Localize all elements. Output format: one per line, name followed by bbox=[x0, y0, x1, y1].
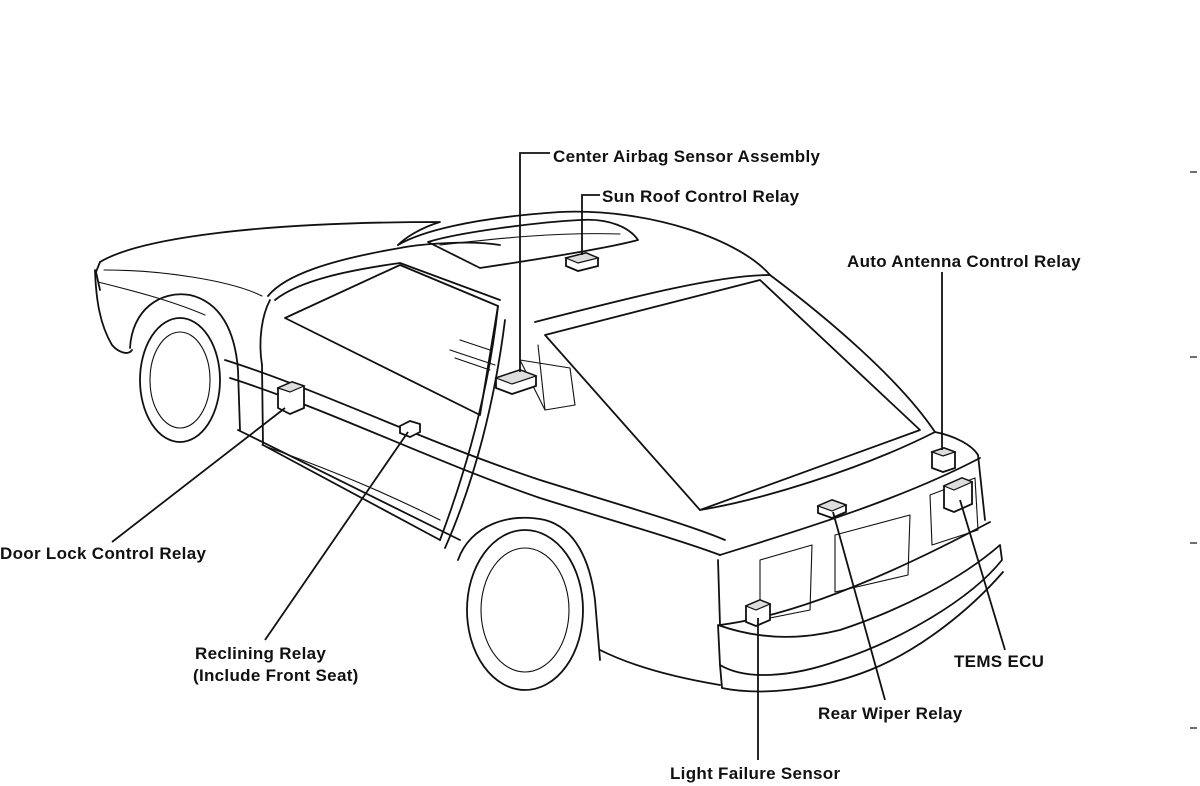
rear-wheel-arch bbox=[457, 516, 601, 661]
reclining-relay-box bbox=[399, 420, 421, 438]
rear-window bbox=[544, 279, 921, 511]
door-lock-relay-box bbox=[276, 381, 306, 415]
tail-panel bbox=[717, 521, 991, 626]
front-wheel bbox=[139, 317, 221, 443]
rocker-panel bbox=[237, 429, 461, 541]
label-reclining-relay-note: (Include Front Seat) bbox=[193, 666, 359, 685]
label-auto-antenna-relay: Auto Antenna Control Relay bbox=[847, 252, 1081, 271]
auto-antenna-relay-box bbox=[930, 447, 957, 473]
rear-wiper-relay-box bbox=[816, 499, 848, 519]
label-tems-ecu: TEMS ECU bbox=[954, 652, 1045, 671]
front-fender bbox=[94, 269, 133, 354]
rear-bumper bbox=[717, 544, 1003, 676]
label-rear-wiper-relay: Rear Wiper Relay bbox=[818, 704, 963, 723]
label-door-lock-relay: Door Lock Control Relay bbox=[0, 544, 207, 563]
rear-deck bbox=[699, 431, 979, 511]
a-pillar bbox=[259, 299, 271, 366]
leader-reclining bbox=[264, 431, 409, 641]
rear-wheel bbox=[466, 529, 584, 691]
front-wheel-arch bbox=[129, 293, 241, 431]
roof bbox=[397, 210, 771, 276]
label-light-failure-sensor: Light Failure Sensor bbox=[670, 764, 841, 783]
leader-door-lock bbox=[111, 407, 286, 543]
sunroof bbox=[427, 218, 639, 269]
center-airbag-sensor-box bbox=[494, 369, 538, 395]
hood-outline bbox=[99, 221, 441, 263]
label-reclining-relay: Reclining Relay bbox=[195, 644, 327, 663]
tems-ecu-box bbox=[942, 477, 974, 513]
leader-tems-ecu bbox=[959, 499, 1006, 651]
leader-sun-roof bbox=[581, 194, 600, 255]
label-center-airbag-sensor: Center Airbag Sensor Assembly bbox=[553, 147, 821, 166]
leader-rear-wiper bbox=[832, 511, 886, 701]
leader-center-airbag bbox=[519, 152, 550, 372]
sun-roof-relay-box bbox=[564, 252, 600, 272]
label-sun-roof-relay: Sun Roof Control Relay bbox=[602, 187, 800, 206]
light-failure-sensor-box bbox=[744, 599, 772, 627]
